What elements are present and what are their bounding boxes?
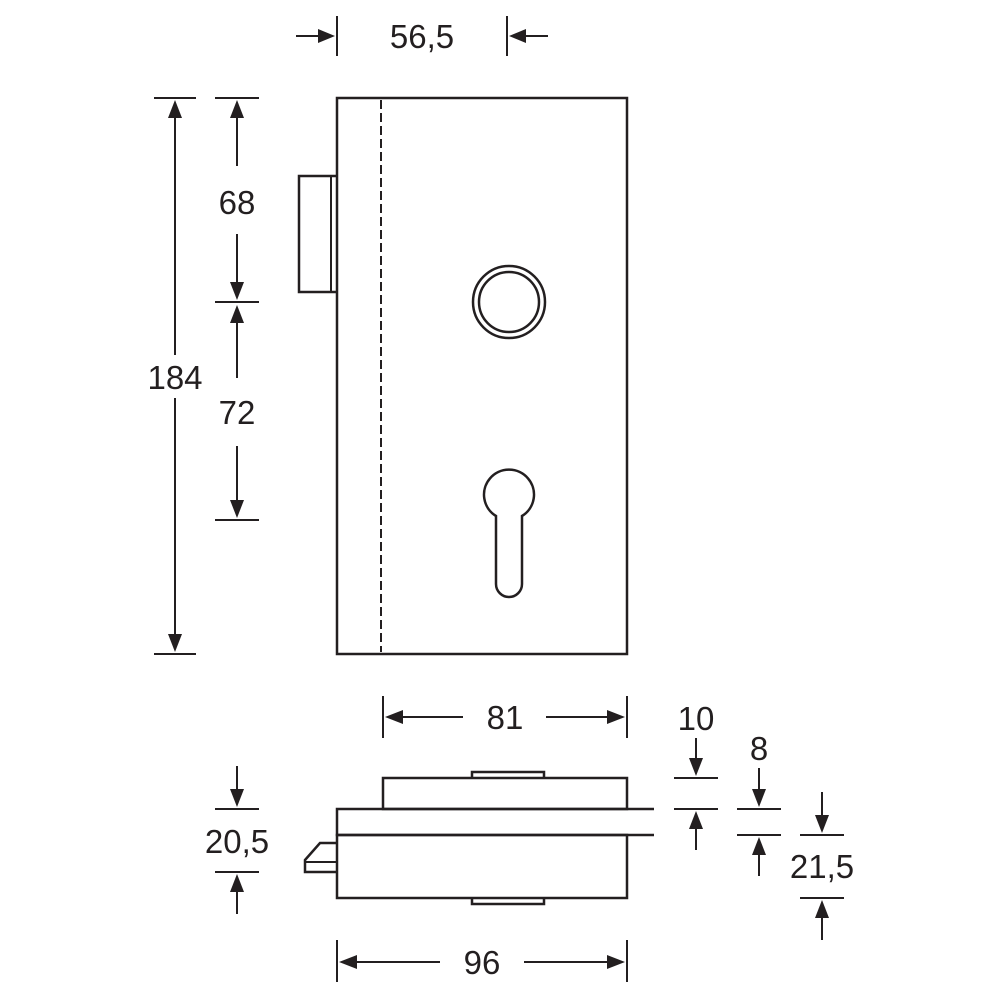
dimension-label-lower-height: 72 — [219, 394, 256, 431]
dimension-20-5: 20,5 — [205, 766, 269, 914]
latch-bolt-side — [303, 841, 337, 874]
dimension-56-5: 56,5 — [296, 16, 548, 56]
bottom-view — [303, 770, 654, 906]
dimension-10: 10 — [674, 700, 718, 850]
dimension-96: 96 — [336, 940, 628, 982]
dimension-label-glass-thickness: 10 — [678, 700, 715, 737]
dimension-81: 81 — [382, 696, 628, 738]
dimension-label-plate-width: 81 — [487, 699, 524, 736]
dimension-21-5: 21,5 — [790, 792, 854, 940]
lower-body-tab — [470, 898, 546, 906]
upper-plate-tab — [470, 770, 546, 778]
keyhole-cylinder-cutout — [482, 468, 536, 599]
dimension-68: 68 — [215, 97, 259, 303]
dimension-label-inner-thickness: 21,5 — [790, 848, 854, 885]
front-view — [297, 96, 629, 656]
dimension-8: 8 — [737, 730, 781, 876]
lock-body-outline — [335, 96, 629, 656]
glass-panel — [335, 807, 654, 837]
dimension-label-side-thickness: 20,5 — [205, 823, 269, 860]
dimension-label-plate-thickness: 8 — [750, 730, 768, 767]
dimension-label-top-width: 56,5 — [390, 18, 454, 55]
dimension-label-upper-height: 68 — [219, 184, 256, 221]
dimension-184: 184 — [147, 97, 203, 655]
handle-hole — [471, 264, 547, 340]
dimension-label-total-width: 96 — [464, 944, 501, 981]
dimension-label-total-height: 184 — [147, 359, 202, 396]
latch-bolt — [297, 174, 337, 294]
upper-plate — [381, 776, 629, 811]
dimension-72: 72 — [215, 305, 259, 521]
lower-body — [335, 833, 629, 900]
